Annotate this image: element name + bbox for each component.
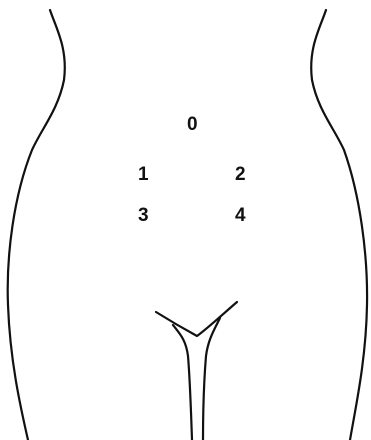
groin-outline (156, 302, 237, 336)
left-flank-outline (8, 10, 65, 440)
region-2-label: 2 (235, 165, 246, 184)
right-flank-outline (311, 10, 367, 440)
region-3-label: 3 (138, 206, 149, 225)
region-0-label: 0 (187, 115, 198, 134)
region-4-label: 4 (235, 206, 246, 225)
region-1-label: 1 (138, 165, 149, 184)
right-inner-thigh-outline (203, 318, 220, 440)
left-inner-thigh-outline (173, 325, 192, 440)
